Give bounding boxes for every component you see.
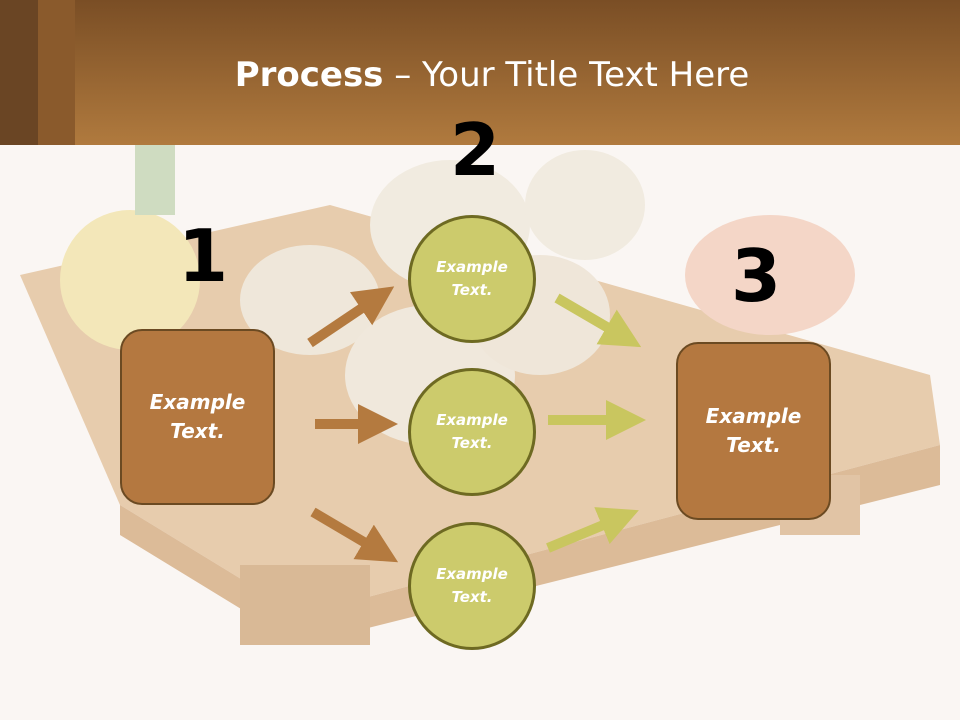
step-number-2: 2 bbox=[450, 108, 501, 192]
circle-top-line2: Text. bbox=[451, 281, 493, 299]
box1-line1: Example bbox=[149, 390, 246, 414]
box3-line2: Text. bbox=[726, 433, 781, 457]
box3-line1: Example bbox=[705, 404, 802, 428]
circle-bottom-line1: Example bbox=[436, 565, 508, 583]
circle-top-line1: Example bbox=[436, 258, 508, 276]
title-bar: Process – Your Title Text Here bbox=[0, 0, 960, 145]
arrow-circle-bottom-to-box3 bbox=[546, 507, 639, 553]
slide-title: Process – Your Title Text Here bbox=[0, 55, 960, 95]
circle-middle-line2: Text. bbox=[451, 434, 493, 452]
arrow-box1-to-circle-top bbox=[307, 286, 395, 348]
arrow-circle-top-to-box3 bbox=[554, 293, 642, 348]
circle-middle-line1: Example bbox=[436, 411, 508, 429]
step-number-1: 1 bbox=[178, 214, 229, 298]
circle-bottom-line2: Text. bbox=[451, 588, 493, 606]
step-number-3: 3 bbox=[731, 234, 782, 318]
title-rest: – Your Title Text Here bbox=[383, 55, 750, 95]
box1-line2: Text. bbox=[170, 419, 225, 443]
arrow-box1-to-circle-bottom bbox=[310, 507, 399, 563]
header-accent-light bbox=[38, 0, 75, 145]
header-accent-dark bbox=[0, 0, 38, 145]
title-bold: Process bbox=[234, 55, 384, 95]
